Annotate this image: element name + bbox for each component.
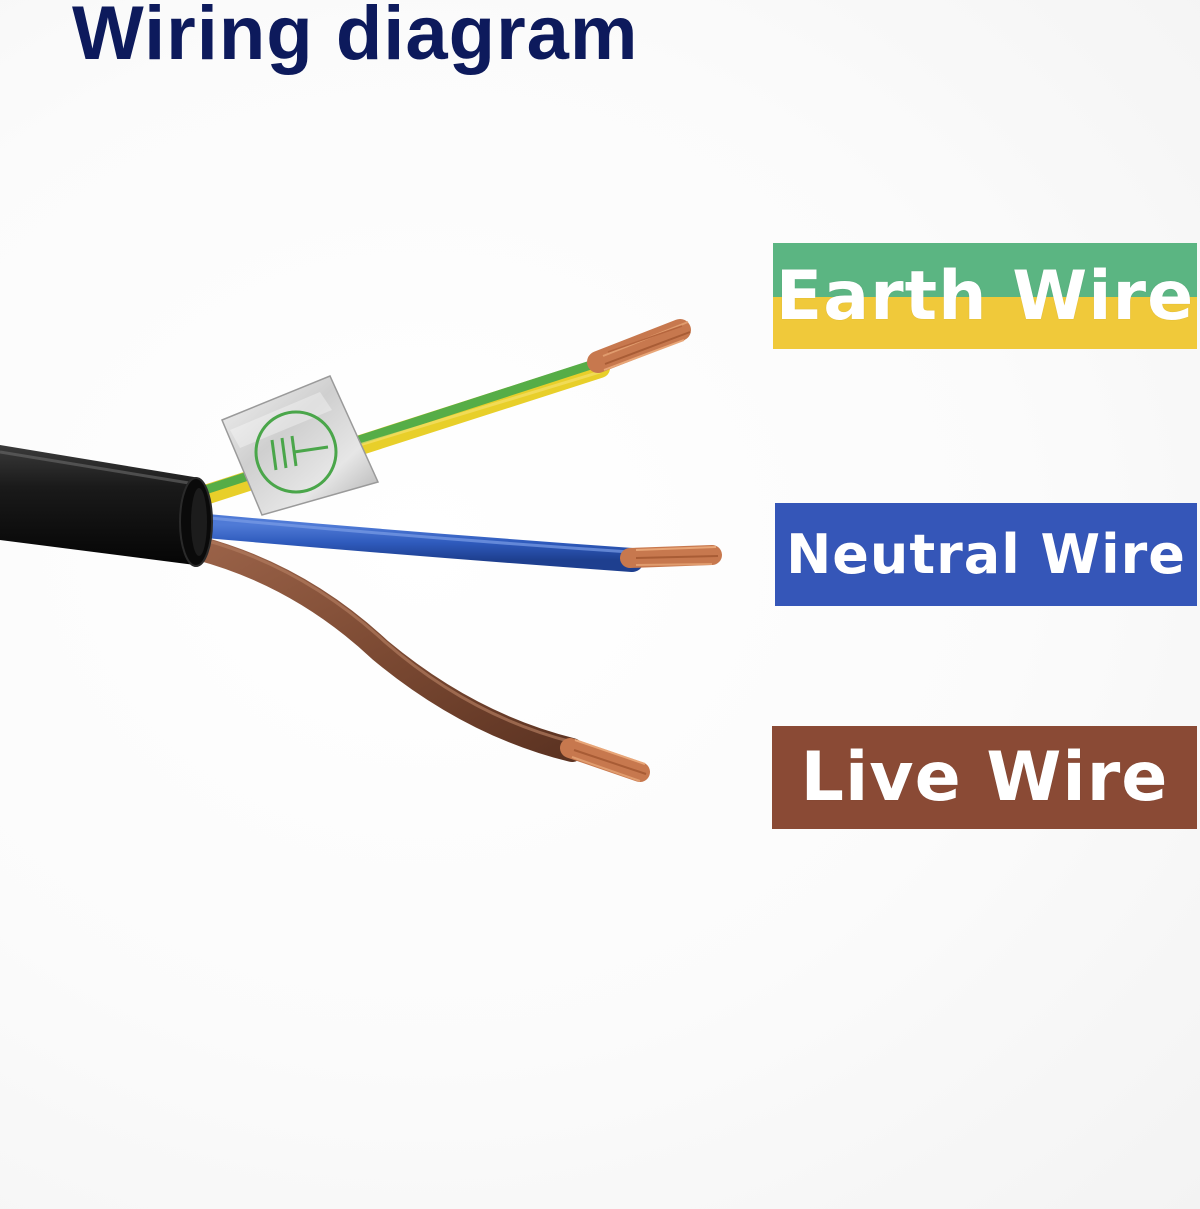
page-title: Wiring diagram	[72, 0, 639, 76]
live-wire-label: Live Wire	[772, 726, 1197, 829]
earth-wire-label: Earth Wire	[773, 243, 1197, 349]
earth-wire-label-text: Earth Wire	[775, 256, 1195, 336]
neutral-wire-label: Neutral Wire	[775, 503, 1197, 606]
cable-sheath	[0, 445, 213, 567]
earth-copper-strands	[587, 319, 691, 373]
live-wire-label-text: Live Wire	[800, 738, 1169, 817]
live-copper-strands	[560, 738, 650, 782]
earth-ground-symbol-icon	[254, 410, 338, 494]
neutral-wire-label-text: Neutral Wire	[786, 523, 1186, 586]
live-wire	[186, 536, 650, 782]
neutral-wire	[183, 513, 722, 572]
neutral-copper-strands	[620, 545, 722, 568]
earth-tag	[221, 375, 380, 516]
